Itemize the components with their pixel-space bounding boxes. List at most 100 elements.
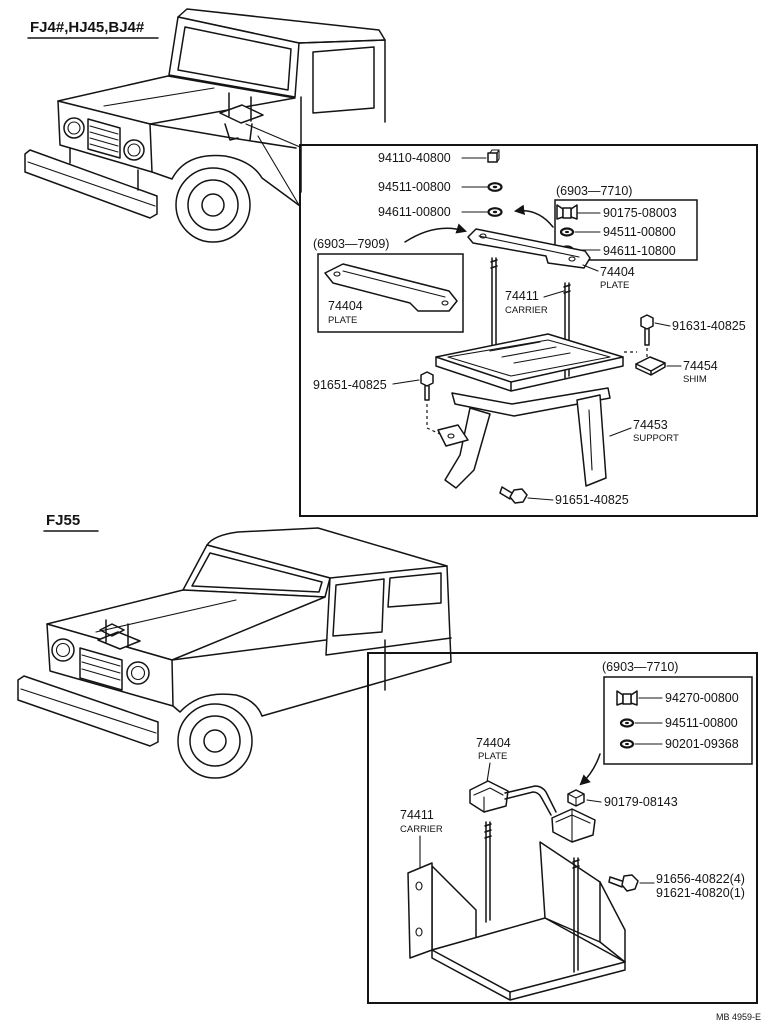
carrier-mount-hole — [415, 881, 423, 891]
part-number-bolt-left: 91651-40825 — [313, 378, 387, 392]
early-range-label: (6903—7909) — [313, 237, 389, 251]
carrier-front-lip — [431, 949, 626, 1001]
leader-line — [654, 322, 671, 327]
fj55-wheel-hub — [203, 729, 227, 753]
plate-left-block — [469, 780, 509, 813]
plate-ridge — [478, 235, 580, 258]
part-number-bolt-b: 91621-40820(1) — [656, 886, 745, 900]
fj40-battery-location-rods — [224, 92, 253, 141]
bolt-head-icon — [640, 314, 654, 330]
early-plate-number: 74404 — [328, 299, 363, 313]
fj55-grille-slats — [81, 654, 121, 681]
arrow-early-to-plate — [404, 223, 468, 243]
late-range-label: (6903—7710) — [602, 660, 678, 674]
plate-hole — [568, 256, 576, 262]
wingnut-body — [562, 207, 572, 219]
plate-hole — [479, 233, 487, 239]
support-mount-hole — [447, 433, 455, 439]
support-mount-tab — [437, 424, 469, 447]
early-plate-ridge — [342, 270, 446, 298]
wingnut-body — [622, 693, 632, 705]
fj40-hood-crease — [103, 87, 215, 107]
part-number-washer-94511: 94511-00800 — [378, 180, 451, 194]
fj40-bumper-edge — [27, 161, 156, 207]
fj55-body-side — [261, 565, 452, 717]
bolt-shaft — [608, 876, 623, 888]
fj55-detail-box — [367, 652, 758, 1004]
fj40-windshield-glass — [177, 26, 292, 91]
carrier-rod-right — [563, 282, 571, 379]
carrier-tray-slots — [489, 341, 571, 364]
fj55-hood-crease — [95, 599, 237, 633]
fj40-right-headlight — [123, 139, 145, 161]
washer-hole — [492, 210, 498, 214]
carrier-name: CARRIER — [400, 824, 443, 835]
fj55-left-headlight — [51, 638, 75, 662]
support-slot — [588, 409, 593, 471]
fj55-roof — [206, 527, 448, 579]
leader-line — [586, 799, 602, 803]
carrier-rod-left — [484, 821, 492, 923]
carrier-right-wall — [599, 881, 626, 963]
arrow-late-parts — [513, 204, 554, 228]
leader-line — [582, 264, 599, 272]
late-part-wingnut: 90175-08003 — [603, 206, 677, 220]
fj40-left-headlight — [63, 117, 85, 139]
leader-line — [543, 290, 565, 298]
model-label-fj55: FJ55 — [46, 512, 80, 529]
bolt-shaft — [424, 385, 430, 401]
wingnut-right-wing — [570, 204, 578, 220]
bolt-shaft — [644, 328, 650, 346]
washer-hole — [492, 185, 498, 189]
part-number-nut: 90179-08143 — [604, 795, 678, 809]
bolt-shaft — [499, 486, 513, 500]
support-name: SUPPORT — [633, 433, 679, 444]
support-number: 74453 — [633, 418, 668, 432]
fj40-battery-location-tray — [219, 104, 264, 124]
carrier-tray-inner — [447, 339, 611, 377]
bolt-head-icon — [621, 874, 639, 892]
wingnut-icon — [556, 204, 578, 220]
late-part-washer-a: 94511-00800 — [665, 716, 738, 730]
part-number-washer-94611: 94611-00800 — [378, 205, 451, 219]
bolt-path-dashed — [624, 348, 648, 358]
carrier-number: 74411 — [400, 808, 434, 822]
fj40-windshield-frame — [168, 16, 300, 98]
carrier-mount-hole — [415, 927, 423, 937]
washer-hole — [565, 230, 569, 234]
model-label-fj40: FJ4#,HJ45,BJ4# — [30, 19, 145, 36]
plate-74404-drawing — [467, 228, 591, 269]
fj55-front-tire — [177, 703, 253, 779]
shim-edge — [635, 362, 666, 376]
plate-name: PLATE — [600, 280, 629, 291]
late-range-label: (6903—7710) — [556, 184, 632, 198]
leader-line — [392, 379, 420, 385]
support-left-leg — [444, 407, 491, 489]
fj40-front-tire — [175, 167, 251, 243]
fj55-left-headlight-lens — [55, 642, 71, 658]
fj55-side-window-rear — [387, 572, 442, 608]
fj55-bumper-edge — [20, 688, 157, 734]
bolt-head-icon — [420, 371, 434, 387]
shim-number: 74454 — [683, 359, 718, 373]
carrier-name: CARRIER — [505, 305, 548, 316]
fj55-right-headlight-lens — [130, 665, 146, 681]
wingnut-left-wing — [556, 204, 564, 220]
carrier-number: 74411 — [505, 289, 539, 303]
fj40-truck-illustration — [24, 8, 386, 243]
fj40-bumper-brackets — [69, 147, 139, 191]
carrier-tray-rim — [435, 356, 624, 392]
fj40-grille — [87, 118, 121, 159]
carrier-mount-plate — [407, 862, 433, 959]
part-number-bolt-upper: 91631-40825 — [672, 319, 746, 333]
carrier-left-wall — [431, 865, 477, 951]
nut-icon-edges — [567, 793, 585, 807]
drawing-code: MB 4959-E — [716, 1012, 761, 1022]
fj40-grille-slats — [89, 125, 119, 153]
plate-number: 74404 — [476, 736, 511, 750]
fj55-fender — [171, 639, 327, 717]
fj55-grille — [79, 647, 123, 691]
plate-right-block — [551, 808, 596, 843]
fj55-windshield-glass — [191, 552, 323, 593]
